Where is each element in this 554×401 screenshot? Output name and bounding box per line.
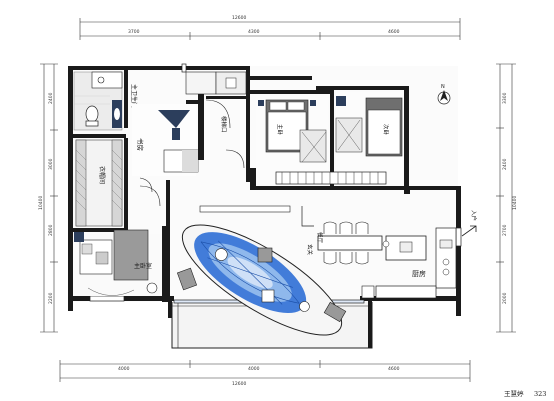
dim-top-total: 12600 (232, 15, 246, 21)
dimension-top (79, 18, 461, 40)
label-entrance: 入户 (470, 210, 478, 221)
dim-top-seg-2: 4300 (248, 29, 260, 35)
bedroom-1 (256, 96, 328, 184)
dim-top-seg-3: 4600 (388, 29, 400, 35)
signature-number: 323 (534, 390, 546, 398)
dim-bottom-total: 12600 (232, 381, 246, 387)
kitchen (361, 227, 457, 299)
entry-arrow-icon (461, 225, 477, 237)
svg-text:N: N (441, 84, 445, 90)
stair-area (185, 71, 247, 169)
dim-right-seg-1: 3300 (502, 92, 508, 104)
dim-right-seg-4: 2000 (502, 292, 508, 304)
dimension-bottom (59, 360, 471, 382)
living-room (139, 185, 347, 336)
label-kitchen: 厨房 (412, 269, 426, 278)
dim-left-seg-2: 3000 (48, 158, 54, 170)
dim-top-seg-1: 3700 (128, 29, 140, 35)
dim-left-total: 10400 (38, 196, 44, 210)
label-vestibule: 玄关 (306, 244, 314, 256)
dimension-right (496, 63, 516, 333)
dim-left-seg-4: 2200 (48, 292, 54, 304)
dressing-room (75, 139, 123, 227)
bedroom-2 (335, 92, 404, 184)
label-dining: 餐厅 (316, 232, 324, 244)
dining (317, 221, 427, 265)
master-bedroom (74, 229, 162, 296)
corridor-wardrobe (275, 171, 387, 185)
label-bedroom-2: 次卧 (382, 124, 390, 136)
study (132, 104, 199, 193)
label-dressing: 衣帽间 (98, 166, 106, 184)
dim-bottom-seg-2: 4000 (248, 366, 260, 372)
dim-right-seg-2: 2400 (502, 158, 508, 170)
walls (68, 66, 461, 348)
label-stairs: 楼梯口 (220, 116, 228, 133)
signature-name: 王慧婷 (504, 389, 524, 398)
north-arrow-icon: N (437, 84, 451, 105)
dim-bottom-seg-1: 4000 (118, 366, 130, 372)
bathroom (73, 71, 123, 131)
dimension-left (40, 63, 58, 333)
label-bedroom-1: 主卧 (276, 124, 284, 136)
dim-bottom-seg-3: 4600 (388, 366, 400, 372)
dim-left-seg-1: 2400 (48, 92, 54, 104)
dim-right-seg-3: 2700 (502, 224, 508, 236)
dim-left-seg-3: 2800 (48, 224, 54, 236)
label-master-bedroom: 主卧室 (134, 262, 152, 270)
label-study: 书房 (136, 138, 145, 151)
dim-right-total: 10400 (512, 196, 518, 210)
label-bathroom: 主卫生间 (130, 84, 138, 108)
